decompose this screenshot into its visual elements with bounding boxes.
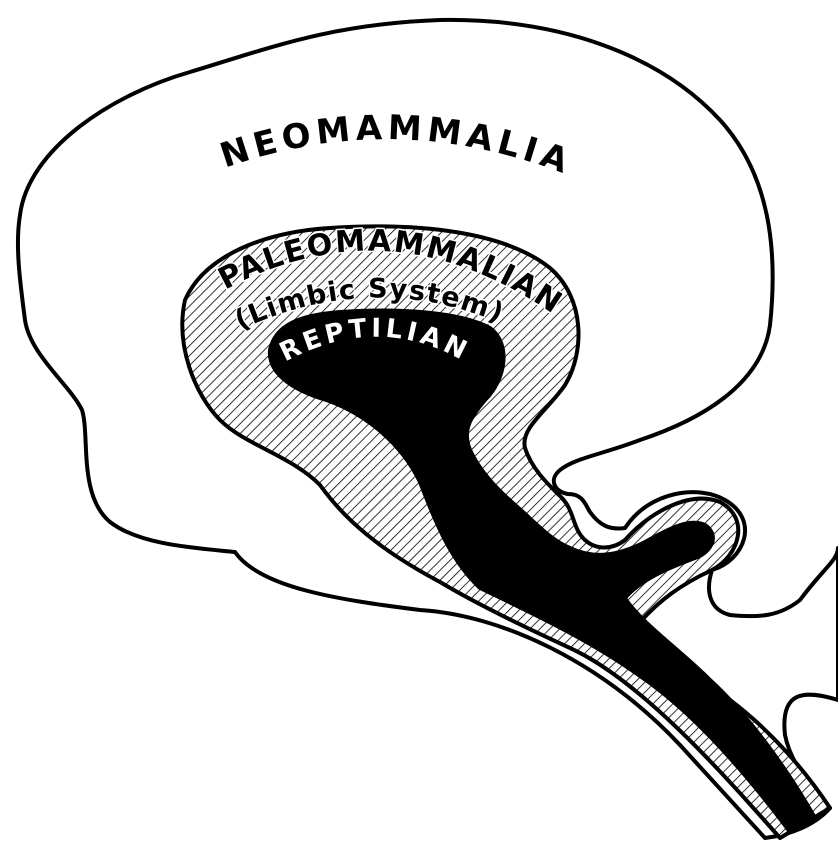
triune-brain-diagram: NEOMAMMALIAN PALEOMAMMALIAN (Limbic Syst… (0, 0, 838, 848)
